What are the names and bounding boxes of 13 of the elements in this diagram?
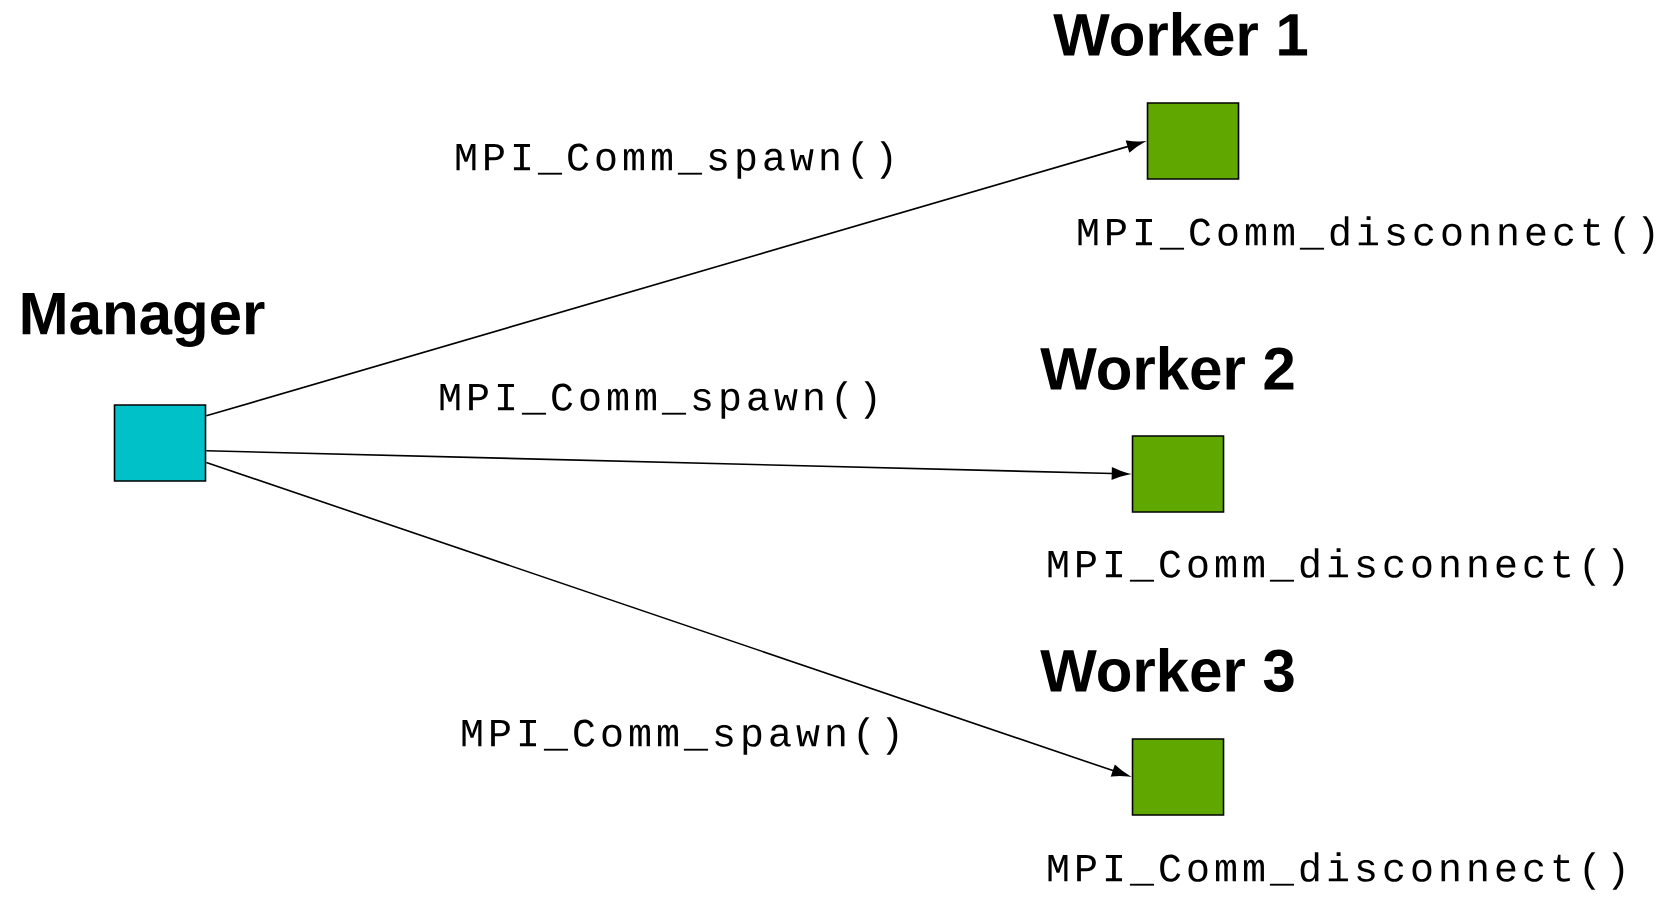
function-call: MPI_Comm_disconnect(): [1078, 216, 1654, 254]
box-title: Worker 1: [1053, 12, 1308, 57]
function-call: MPI_Comm_disconnect(): [1048, 548, 1624, 586]
function-call: MPI_Comm_disconnect(): [1048, 852, 1624, 890]
edge-label: MPI_Comm_spawn(): [452, 139, 901, 181]
edge-label: MPI_Comm_spawn(): [458, 715, 907, 757]
box-title: Manager: [22, 293, 265, 347]
arrow: [205, 140, 1144, 417]
arrow: [205, 449, 1129, 480]
edge-label: MPI_Comm_spawn(): [436, 379, 885, 421]
arrow: [205, 461, 1129, 777]
box-title: Worker 2: [1040, 346, 1294, 391]
box-title: Worker 3: [1040, 647, 1294, 693]
